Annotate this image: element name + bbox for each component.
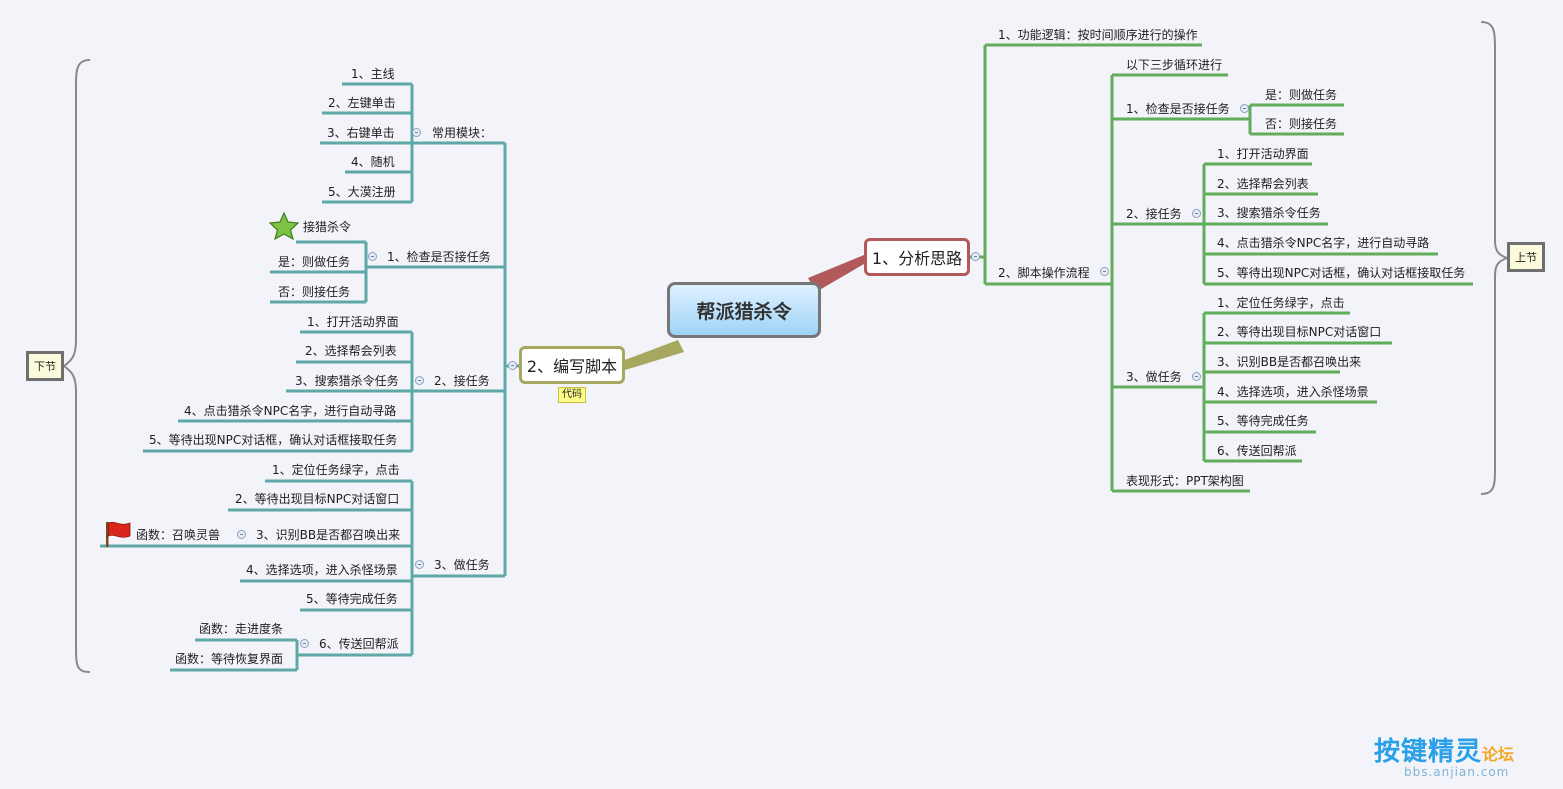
topic-form[interactable]: 表现形式：PPT架构图 xyxy=(1126,474,1244,488)
collapse-toggle-icon[interactable] xyxy=(368,252,377,261)
common-item[interactable]: 3、右键单击 xyxy=(327,126,395,140)
section-box-prev[interactable]: 上节 xyxy=(1507,242,1545,272)
return-func[interactable]: 函数：走进度条 xyxy=(199,622,284,636)
node-script[interactable]: 2、编写脚本 xyxy=(519,346,625,384)
check-item[interactable]: 是：则做任务 xyxy=(1265,88,1338,102)
common-item[interactable]: 1、主线 xyxy=(351,67,395,81)
topic-common[interactable]: 常用模块： xyxy=(432,126,493,140)
do-item-left[interactable]: 3、识别BB是否都召唤出来 xyxy=(256,528,401,542)
topic-do[interactable]: 3、做任务 xyxy=(1126,370,1182,384)
watermark-brand: 按键精灵 xyxy=(1374,737,1483,767)
root-node[interactable]: 帮派猎杀令 xyxy=(667,282,821,338)
do-item[interactable]: 5、等待完成任务 xyxy=(1217,414,1309,428)
root-title: 帮派猎杀令 xyxy=(696,300,792,323)
node-script-label: 2、编写脚本 xyxy=(526,357,618,376)
collapse-toggle-icon[interactable] xyxy=(1192,372,1201,381)
accept-item[interactable]: 1、打开活动界面 xyxy=(1217,147,1309,161)
accept-item[interactable]: 2、选择帮会列表 xyxy=(1217,177,1309,191)
star-icon xyxy=(269,212,299,240)
collapse-toggle-icon[interactable] xyxy=(1100,267,1109,276)
collapse-toggle-icon[interactable] xyxy=(237,530,246,539)
common-item[interactable]: 4、随机 xyxy=(351,155,395,169)
section-label: 上节 xyxy=(1515,251,1537,264)
do-item-left[interactable]: 5、等待完成任务 xyxy=(306,592,398,606)
check-item-left[interactable]: 接猎杀令 xyxy=(303,220,352,234)
collapse-toggle-icon[interactable] xyxy=(415,376,424,385)
collapse-toggle-icon[interactable] xyxy=(1192,209,1201,218)
accept-item[interactable]: 5、等待出现NPC对话框，确认对话框接取任务 xyxy=(1217,266,1466,280)
accept-item-left[interactable]: 3、搜索猎杀令任务 xyxy=(295,374,399,388)
collapse-toggle-icon[interactable] xyxy=(508,361,517,370)
section-box-next[interactable]: 下节 xyxy=(26,351,64,381)
do-item[interactable]: 2、等待出现目标NPC对话窗口 xyxy=(1217,325,1382,339)
topic-loop[interactable]: 以下三步循环进行 xyxy=(1126,58,1223,72)
do-item[interactable]: 6、传送回帮派 xyxy=(1217,444,1297,458)
accept-item-left[interactable]: 1、打开活动界面 xyxy=(307,315,399,329)
check-item-left[interactable]: 否：则接任务 xyxy=(278,285,351,299)
do-item[interactable]: 1、定位任务绿字，点击 xyxy=(1217,296,1345,310)
accept-item-left[interactable]: 5、等待出现NPC对话框，确认对话框接取任务 xyxy=(149,433,398,447)
do-item-left[interactable]: 4、选择选项，进入杀怪场景 xyxy=(246,563,398,577)
accept-item-left[interactable]: 2、选择帮会列表 xyxy=(305,344,397,358)
collapse-toggle-icon[interactable] xyxy=(300,639,309,648)
collapse-toggle-icon[interactable] xyxy=(971,252,980,261)
accept-item[interactable]: 3、搜索猎杀令任务 xyxy=(1217,206,1321,220)
section-label: 下节 xyxy=(34,360,56,373)
accept-item[interactable]: 4、点击猎杀令NPC名字，进行自动寻路 xyxy=(1217,236,1430,250)
topic-check[interactable]: 1、检查是否接任务 xyxy=(1126,102,1230,116)
flag-icon xyxy=(106,521,131,547)
do-item[interactable]: 3、识别BB是否都召唤出来 xyxy=(1217,355,1362,369)
node-analysis-label: 1、分析思路 xyxy=(871,249,963,268)
accept-item-left[interactable]: 4、点击猎杀令NPC名字，进行自动寻路 xyxy=(184,404,397,418)
topic-logic[interactable]: 1、功能逻辑：按时间顺序进行的操作 xyxy=(998,28,1198,42)
check-item-left[interactable]: 是：则做任务 xyxy=(278,255,351,269)
topic-check-left[interactable]: 1、检查是否接任务 xyxy=(387,250,491,264)
watermark-logo: 按键精灵 论坛 bbs.anjian.com xyxy=(1374,731,1554,781)
topic-accept[interactable]: 2、接任务 xyxy=(1126,207,1182,221)
do-item-left[interactable]: 1、定位任务绿字，点击 xyxy=(272,463,400,477)
topic-accept-left[interactable]: 2、接任务 xyxy=(434,374,490,388)
code-tag: 代码 xyxy=(558,387,586,403)
watermark-url: bbs.anjian.com xyxy=(1404,765,1510,779)
collapse-toggle-icon[interactable] xyxy=(412,128,421,137)
do-item-left[interactable]: 2、等待出现目标NPC对话窗口 xyxy=(235,492,400,506)
common-item[interactable]: 5、大漠注册 xyxy=(328,185,396,199)
collapse-toggle-icon[interactable] xyxy=(1240,104,1249,113)
do-item-left[interactable]: 6、传送回帮派 xyxy=(319,637,399,651)
check-item[interactable]: 否：则接任务 xyxy=(1265,117,1338,131)
topic-flow[interactable]: 2、脚本操作流程 xyxy=(998,266,1090,280)
common-item[interactable]: 2、左键单击 xyxy=(328,96,396,110)
watermark-suffix: 论坛 xyxy=(1482,745,1515,764)
do-item[interactable]: 4、选择选项，进入杀怪场景 xyxy=(1217,385,1369,399)
summon-func[interactable]: 函数：召唤灵兽 xyxy=(136,528,221,542)
return-func[interactable]: 函数：等待恢复界面 xyxy=(175,652,284,666)
collapse-toggle-icon[interactable] xyxy=(415,560,424,569)
topic-do-left[interactable]: 3、做任务 xyxy=(434,558,490,572)
node-analysis[interactable]: 1、分析思路 xyxy=(864,238,970,276)
